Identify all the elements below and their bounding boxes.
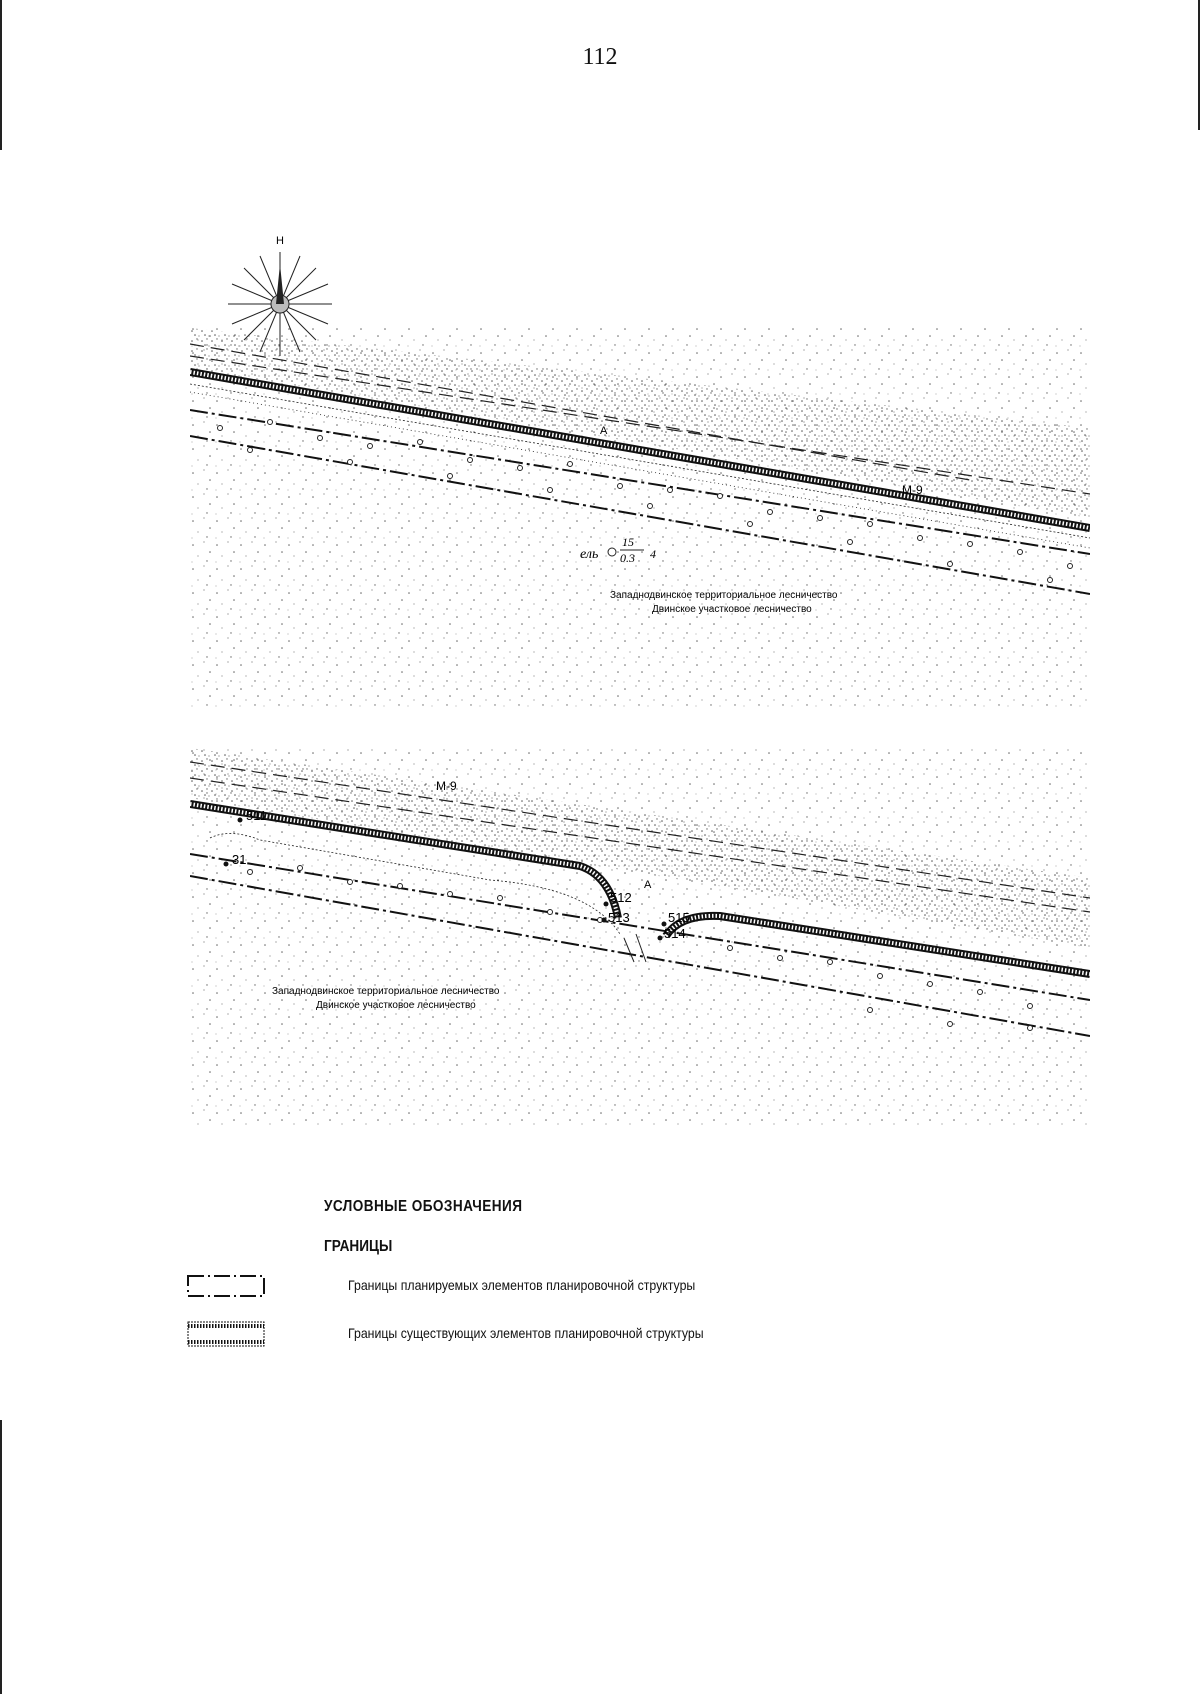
- road-label: М-9: [436, 779, 457, 793]
- legend-title: УСЛОВНЫЕ ОБОЗНАЧЕНИЯ: [324, 1198, 523, 1215]
- dashed-line: [190, 355, 1090, 495]
- tree-suffix: 4: [650, 547, 656, 561]
- dense-stipple-band: [190, 328, 1090, 518]
- legend-label-existing: Границы существующих элементов планирово…: [348, 1325, 704, 1341]
- existing-boundary-swatch: [187, 1321, 265, 1347]
- existing-boundary-road: [190, 368, 1090, 532]
- road-edge: [209, 833, 621, 935]
- dense-stipple-band: [190, 748, 1090, 948]
- existing-boundary-hatch: [664, 913, 1090, 976]
- page-edge-mark-right: [1198, 0, 1200, 130]
- tree-numerator: 15: [622, 535, 634, 549]
- legend-subtitle: ГРАНИЦЫ: [324, 1238, 393, 1255]
- point-515: 515: [668, 910, 690, 925]
- point-31: 31: [232, 852, 246, 867]
- planned-boundary-line: [190, 409, 1090, 555]
- forestry-label-line1: Западнодвинское территориальное лесничес…: [610, 590, 838, 601]
- planned-boundary-line: [190, 853, 1090, 1001]
- point-511: 511: [246, 808, 267, 823]
- map-top: Н А М-9 ель 15: [190, 228, 1090, 708]
- road-edge: [190, 391, 1090, 549]
- shrub-markers: [217, 419, 1073, 583]
- legend-label-planned: Границы планируемых элементов планировоч…: [348, 1277, 696, 1293]
- dashed-line: [190, 343, 971, 481]
- point-512: 512: [610, 890, 632, 905]
- tree-species: ель: [580, 547, 598, 562]
- planned-boundary-swatch: [187, 1275, 265, 1297]
- map-bottom-canvas: 511 31 512 513 515 514 М-9 А Западнодвин…: [190, 748, 1090, 1128]
- tree-annotation: ель 15 0.3 4: [580, 535, 656, 565]
- road-edge: [190, 383, 1090, 539]
- map-top-canvas: Н А М-9 ель 15: [190, 235, 1090, 708]
- dashed-line: [190, 761, 1090, 899]
- zone-label: А: [600, 425, 608, 437]
- map-bottom: 511 31 512 513 515 514 М-9 А Западнодвин…: [190, 748, 1090, 1128]
- planned-boundary-line: [190, 435, 1090, 595]
- dashed-line: [190, 777, 1090, 913]
- road-label: М-9: [902, 483, 923, 497]
- forestry-label-line2: Двинское участковое лесничество: [652, 604, 812, 615]
- north-label: Н: [276, 235, 284, 247]
- page-number: 112: [582, 44, 618, 70]
- page-edge-mark-left: [0, 0, 2, 150]
- forestry-label-line1: Западнодвинское территориальное лесничес…: [272, 986, 500, 997]
- forestry-label-line2: Двинское участковое лесничество: [316, 1000, 476, 1011]
- page-edge-mark-left-lower: [0, 1420, 2, 1694]
- compass-rose-icon: [228, 252, 332, 356]
- legend-item-existing: Границы существующих элементов планирово…: [186, 1320, 886, 1350]
- existing-boundary-road: [190, 800, 622, 919]
- zone-label: А: [644, 879, 652, 891]
- tree-denominator: 0.3: [620, 551, 635, 565]
- planned-boundary-line: [190, 875, 1090, 1037]
- legend-item-planned: Границы планируемых элементов планировоч…: [186, 1272, 886, 1302]
- survey-points: [223, 817, 667, 941]
- point-513: 513: [608, 910, 630, 925]
- point-514: 514: [664, 926, 686, 941]
